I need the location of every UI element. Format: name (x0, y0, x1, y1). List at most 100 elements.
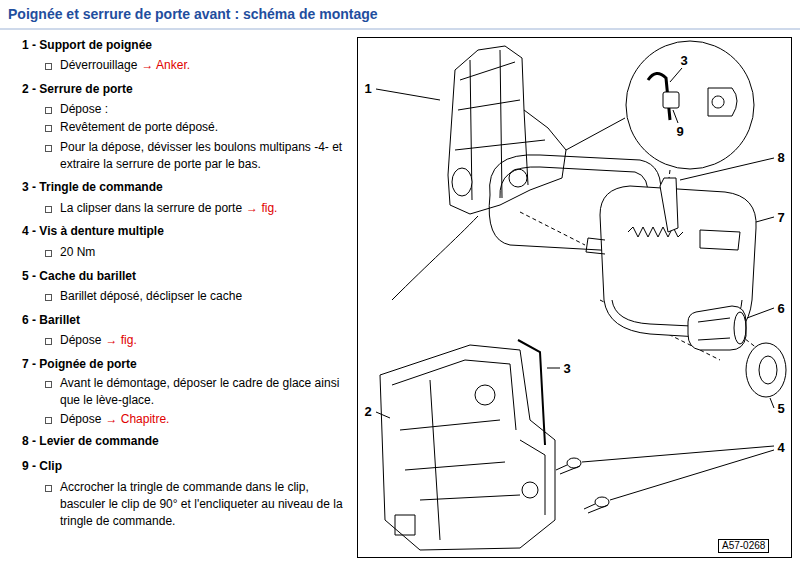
door-contour (566, 118, 625, 150)
lock-cylinder (688, 306, 746, 350)
label-row: 5 - Cache du barillet (22, 268, 136, 285)
label-row: 3 - Tringle de commande (22, 179, 163, 196)
label-row: 9 (675, 124, 684, 139)
lock-detail (475, 385, 495, 405)
label-row: 4 - Vis à denture multiple (22, 223, 164, 240)
label-row: 9 - Clip (22, 458, 62, 475)
label-row: 3 (562, 361, 571, 376)
title-rule (0, 29, 800, 30)
note-text: Barillet déposé, déclipser le cache (60, 289, 242, 303)
label-row: A57-0268 (718, 539, 769, 553)
cross-reference: → fig. (105, 333, 136, 347)
note-text: Accrocher la tringle de commande dans le… (60, 480, 343, 528)
label-row: 2 - Serrure de porte (22, 81, 133, 98)
part-heading: 1 - Support de poignée (22, 38, 152, 52)
label-row: 2 (363, 404, 372, 419)
bullet-square (45, 206, 52, 213)
title-row: Poignée et serrure de porte avant : sché… (8, 6, 378, 22)
label-row: 6 - Barillet (22, 312, 80, 329)
cylinder-cover (759, 356, 777, 384)
note-text: Dépose (60, 333, 101, 347)
bullet-square (45, 294, 52, 301)
bullet-square (45, 250, 52, 257)
bullet-square (45, 381, 52, 388)
label-row: 20 Nm (60, 244, 345, 261)
bullet-square (45, 485, 52, 492)
callout-number: 9 (675, 124, 684, 139)
page-title: Poignée et serrure de porte avant : sché… (8, 6, 378, 22)
lock-detail (392, 360, 545, 540)
label-row: Dépose → Chapitre. (60, 411, 345, 428)
label-row: 7 - Poignée de porte (22, 356, 137, 373)
lock-cylinder (698, 318, 730, 340)
assembly-line (520, 170, 762, 360)
label-row: Dépose : (60, 101, 345, 118)
door-lock (380, 345, 555, 550)
label-row: 8 (776, 150, 785, 165)
part-heading: 4 - Vis à denture multiple (22, 224, 164, 238)
note-text: Pour la dépose, dévisser les boulons mul… (60, 140, 342, 171)
label-row: Revêtement de porte déposé. (60, 119, 345, 136)
note-text: Dépose : (60, 102, 108, 116)
note-text: Avant le démontage, déposer le cadre de … (60, 376, 339, 407)
label-row: 6 (776, 301, 785, 316)
label-row: Barillet déposé, déclipser le cache (60, 288, 345, 305)
cross-reference: → Chapitre. (105, 412, 169, 426)
control-rod (518, 340, 545, 445)
lock-detail (522, 482, 538, 498)
part-heading: 7 - Poignée de porte (22, 357, 137, 371)
bullet-square (45, 417, 52, 424)
label-row: Pour la dépose, dévisser les boulons mul… (60, 139, 345, 173)
bullet-square (45, 107, 52, 114)
label-row: 1 (363, 81, 372, 96)
part-heading: 6 - Barillet (22, 313, 80, 327)
part-heading: 5 - Cache du barillet (22, 269, 136, 283)
inset-part (708, 88, 737, 116)
note-text: Revêtement de porte déposé. (60, 120, 218, 134)
part-heading: 2 - Serrure de porte (22, 82, 133, 96)
label-row: 1 - Support de poignée (22, 37, 152, 54)
bullet-square (45, 125, 52, 132)
label-row: Dépose → fig. (60, 332, 345, 349)
cylinder-cover (746, 343, 786, 397)
detail-circle (626, 41, 754, 169)
bullet-square (45, 63, 52, 70)
label-row: Accrocher la tringle de commande dans le… (60, 479, 345, 530)
callout-number: 6 (776, 301, 785, 316)
part-heading: 9 - Clip (22, 459, 62, 473)
drawing (376, 41, 786, 550)
handle-detail (586, 230, 740, 254)
callout-number: 7 (776, 210, 785, 225)
part-heading: 3 - Tringle de commande (22, 180, 163, 194)
note-text: La clipser dans la serrure de porte (60, 201, 242, 215)
inset-clip (663, 92, 679, 108)
bracket-detail (452, 168, 472, 196)
note-text: Déverrouillage (60, 58, 137, 72)
label-row: Déverrouillage → Anker. (60, 57, 345, 74)
cross-reference: → fig. (246, 201, 277, 215)
callout-number: 3 (562, 361, 571, 376)
figure-frame (358, 38, 792, 558)
leader-line (376, 68, 774, 500)
callout-number: 8 (776, 150, 785, 165)
label-row: Avant le démontage, déposer le cadre de … (60, 375, 345, 409)
callout-number: 1 (363, 81, 372, 96)
lock-cylinder (734, 312, 746, 344)
note-text: Dépose (60, 412, 101, 426)
bullet-square (45, 145, 52, 152)
label-row: 3 (679, 53, 688, 68)
callout-number: 3 (679, 53, 688, 68)
label-row: 5 (776, 401, 785, 416)
cross-reference: → Anker. (141, 58, 190, 72)
callout-number: 2 (363, 404, 372, 419)
callout-number: 5 (776, 401, 785, 416)
control-lever (660, 178, 678, 232)
note-text: 20 Nm (60, 245, 95, 259)
label-row: La clipser dans la serrure de porte → fig… (60, 200, 345, 217)
door-contour (392, 216, 478, 300)
bullet-square (45, 338, 52, 345)
label-row: 7 (776, 210, 785, 225)
part-heading: 8 - Levier de commande (22, 434, 159, 448)
label-row: 8 - Levier de commande (22, 433, 159, 450)
